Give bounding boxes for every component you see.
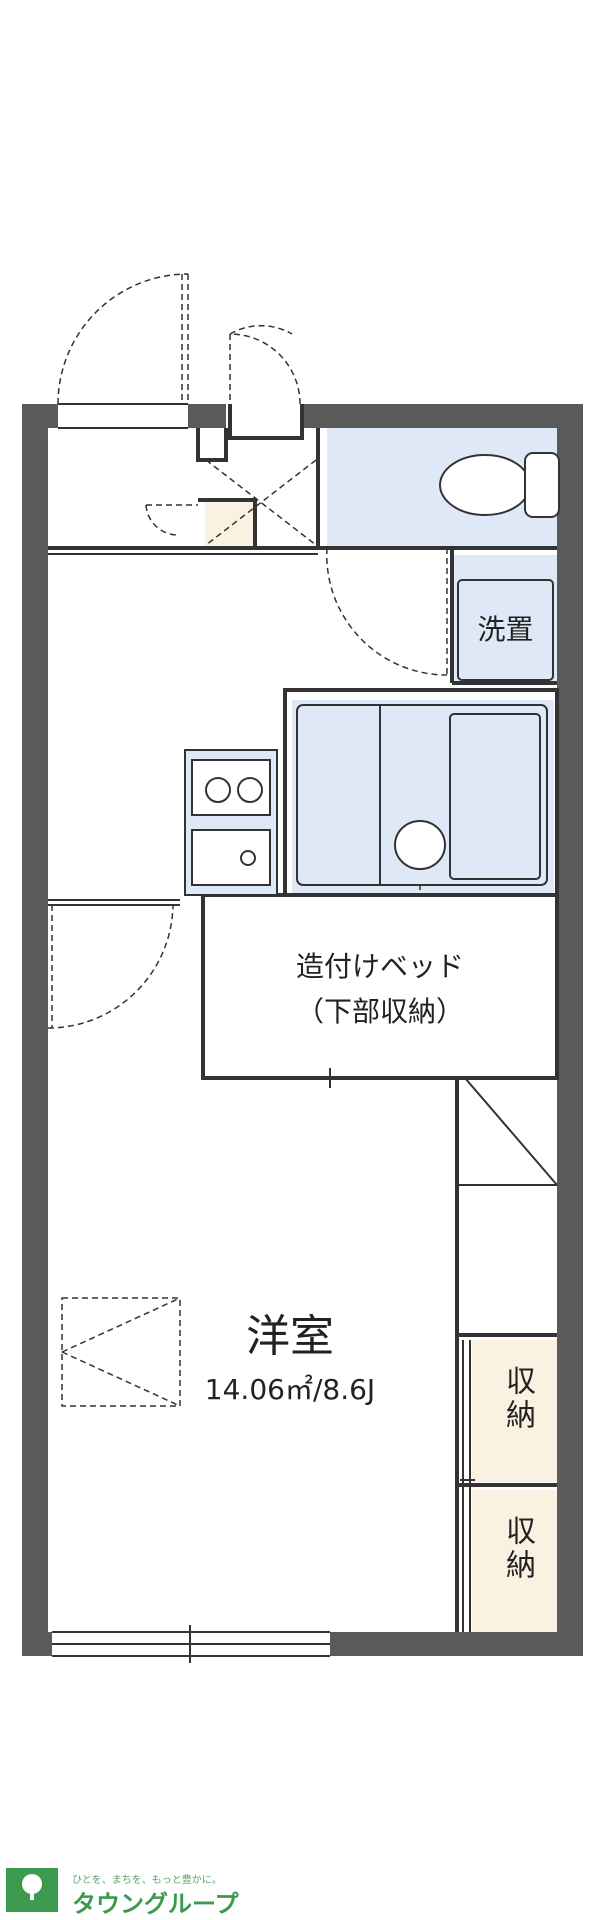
western-room-size: 14.06㎡/8.6J bbox=[204, 1373, 376, 1406]
brand-tagline: ひとを、まちを、もっと豊かに。 bbox=[72, 1875, 222, 1886]
storage-label-1: 収納 bbox=[500, 1365, 535, 1433]
interior-walls bbox=[48, 404, 559, 1632]
brand-mark-text: TOWN GROUP bbox=[10, 1905, 54, 1912]
openings bbox=[52, 403, 330, 1663]
washing-area-label: 洗置 bbox=[477, 613, 534, 646]
washer-box bbox=[457, 579, 554, 681]
bed-label-line2: （下部収納） bbox=[295, 995, 464, 1028]
door-swings bbox=[47, 273, 448, 1029]
storage-fill-1 bbox=[472, 1340, 558, 1482]
kitchen-unit bbox=[184, 749, 278, 896]
brand-name: タウングループ bbox=[72, 1890, 239, 1918]
western-room-label: 洋室 bbox=[246, 1311, 334, 1362]
bed-label-line1: 造付けベッド bbox=[295, 950, 464, 983]
bath-fixtures bbox=[296, 704, 548, 886]
brand-logo-icon bbox=[6, 1868, 58, 1912]
thin-lines bbox=[48, 553, 558, 1632]
storage-label-2: 収納 bbox=[500, 1515, 535, 1583]
outer-walls bbox=[22, 404, 583, 1656]
toilet-fixture bbox=[439, 452, 560, 518]
floor-hatch bbox=[61, 1297, 181, 1407]
storage-fill-2 bbox=[472, 1490, 558, 1632]
